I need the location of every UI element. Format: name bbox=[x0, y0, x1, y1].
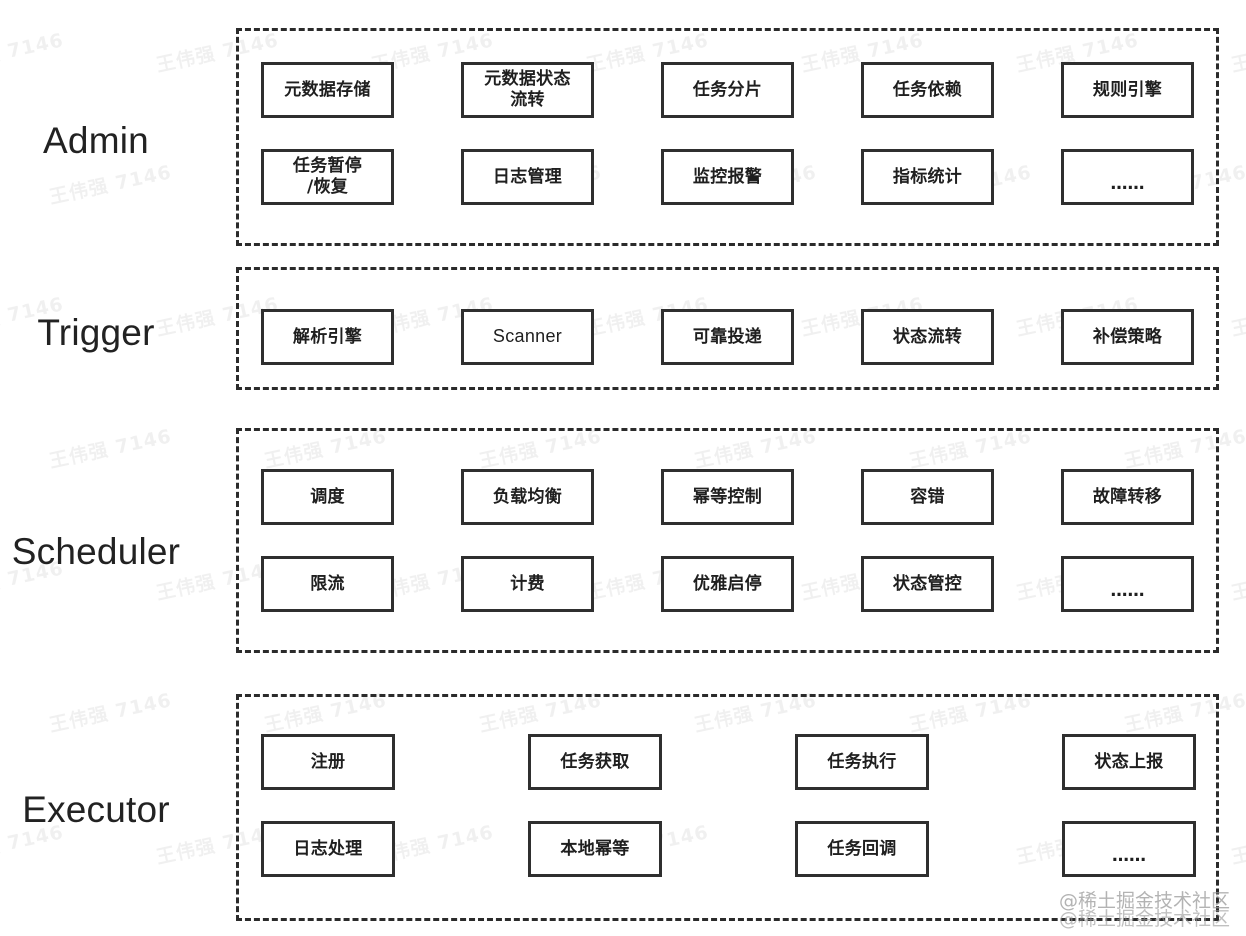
layer-label-admin: Admin bbox=[43, 120, 149, 161]
component-label: 指标统计 bbox=[892, 166, 963, 187]
component-cell[interactable]: 注册 bbox=[261, 734, 395, 790]
component-label: 状态流转 bbox=[892, 326, 963, 347]
component-label: 任务回调 bbox=[827, 838, 897, 859]
component-cell[interactable]: 任务执行 bbox=[795, 734, 929, 790]
component-cell[interactable]: 日志管理 bbox=[461, 149, 594, 205]
component-label: 日志管理 bbox=[492, 166, 563, 187]
component-cell[interactable]: Scanner bbox=[461, 309, 594, 365]
component-cell[interactable]: 状态管控 bbox=[861, 556, 994, 612]
layer-label-scheduler: Scheduler bbox=[11, 531, 181, 572]
component-label: 任务暂停 /恢复 bbox=[292, 156, 363, 197]
component-cell[interactable]: 规则引擎 bbox=[1061, 62, 1194, 118]
component-cell[interactable]: 容错 bbox=[861, 469, 994, 525]
component-label: 任务分片 bbox=[692, 79, 763, 100]
component-cell[interactable]: 任务获取 bbox=[528, 734, 662, 790]
component-cell[interactable]: 本地幂等 bbox=[528, 821, 662, 877]
component-label: …… bbox=[1112, 845, 1146, 866]
component-cell[interactable]: …… bbox=[1062, 821, 1196, 877]
component-cell[interactable]: 任务分片 bbox=[661, 62, 794, 118]
component-label: 状态上报 bbox=[1094, 751, 1164, 772]
component-cell[interactable]: 计费 bbox=[461, 556, 594, 612]
component-label: 状态管控 bbox=[892, 573, 963, 594]
component-cell[interactable]: 任务依赖 bbox=[861, 62, 994, 118]
component-cell[interactable]: 任务暂停 /恢复 bbox=[261, 149, 394, 205]
component-cell[interactable]: …… bbox=[1061, 149, 1194, 205]
component-cell[interactable]: 解析引擎 bbox=[261, 309, 394, 365]
layer-group-admin bbox=[236, 28, 1219, 246]
component-label: 可靠投递 bbox=[692, 326, 763, 347]
component-label: Scanner bbox=[492, 326, 563, 347]
layer-group-scheduler bbox=[236, 428, 1219, 653]
component-cell[interactable]: 日志处理 bbox=[261, 821, 395, 877]
component-cell[interactable]: 监控报警 bbox=[661, 149, 794, 205]
component-cell[interactable]: 状态上报 bbox=[1062, 734, 1196, 790]
component-cell[interactable]: 故障转移 bbox=[1061, 469, 1194, 525]
layer-label-executor: Executor bbox=[22, 789, 170, 830]
component-cell[interactable]: 幂等控制 bbox=[661, 469, 794, 525]
component-label: 负载均衡 bbox=[492, 486, 563, 507]
layer-group-executor bbox=[236, 694, 1219, 921]
component-label: 规则引擎 bbox=[1092, 79, 1163, 100]
component-label: …… bbox=[1110, 173, 1145, 194]
component-cell[interactable]: 负载均衡 bbox=[461, 469, 594, 525]
component-label: 任务执行 bbox=[827, 751, 897, 772]
component-cell[interactable]: 调度 bbox=[261, 469, 394, 525]
component-label: 幂等控制 bbox=[692, 486, 763, 507]
component-cell[interactable]: 优雅启停 bbox=[661, 556, 794, 612]
component-label: 计费 bbox=[510, 573, 545, 594]
component-label: 调度 bbox=[310, 486, 345, 507]
component-label: 任务依赖 bbox=[892, 79, 963, 100]
component-cell[interactable]: …… bbox=[1061, 556, 1194, 612]
component-label: 优雅启停 bbox=[692, 573, 763, 594]
component-label: 元数据存储 bbox=[284, 79, 371, 100]
component-cell[interactable]: 指标统计 bbox=[861, 149, 994, 205]
component-label: 本地幂等 bbox=[560, 838, 630, 859]
component-label: 任务获取 bbox=[560, 751, 630, 772]
component-label: 日志处理 bbox=[293, 838, 363, 859]
component-cell[interactable]: 元数据状态 流转 bbox=[461, 62, 594, 118]
component-label: 容错 bbox=[910, 486, 945, 507]
component-cell[interactable]: 状态流转 bbox=[861, 309, 994, 365]
component-cell[interactable]: 元数据存储 bbox=[261, 62, 394, 118]
component-label: 解析引擎 bbox=[292, 326, 363, 347]
component-label: …… bbox=[1110, 580, 1145, 601]
component-label: 补偿策略 bbox=[1092, 326, 1163, 347]
component-label: 注册 bbox=[310, 751, 346, 772]
layer-group-trigger bbox=[236, 267, 1219, 390]
component-cell[interactable]: 限流 bbox=[261, 556, 394, 612]
component-label: 限流 bbox=[310, 573, 345, 594]
component-cell[interactable]: 补偿策略 bbox=[1061, 309, 1194, 365]
component-label: 监控报警 bbox=[692, 166, 763, 187]
component-cell[interactable]: 任务回调 bbox=[795, 821, 929, 877]
component-label: 元数据状态 流转 bbox=[484, 69, 571, 110]
layer-label-trigger: Trigger bbox=[37, 312, 155, 353]
component-cell[interactable]: 可靠投递 bbox=[661, 309, 794, 365]
component-label: 故障转移 bbox=[1092, 486, 1163, 507]
